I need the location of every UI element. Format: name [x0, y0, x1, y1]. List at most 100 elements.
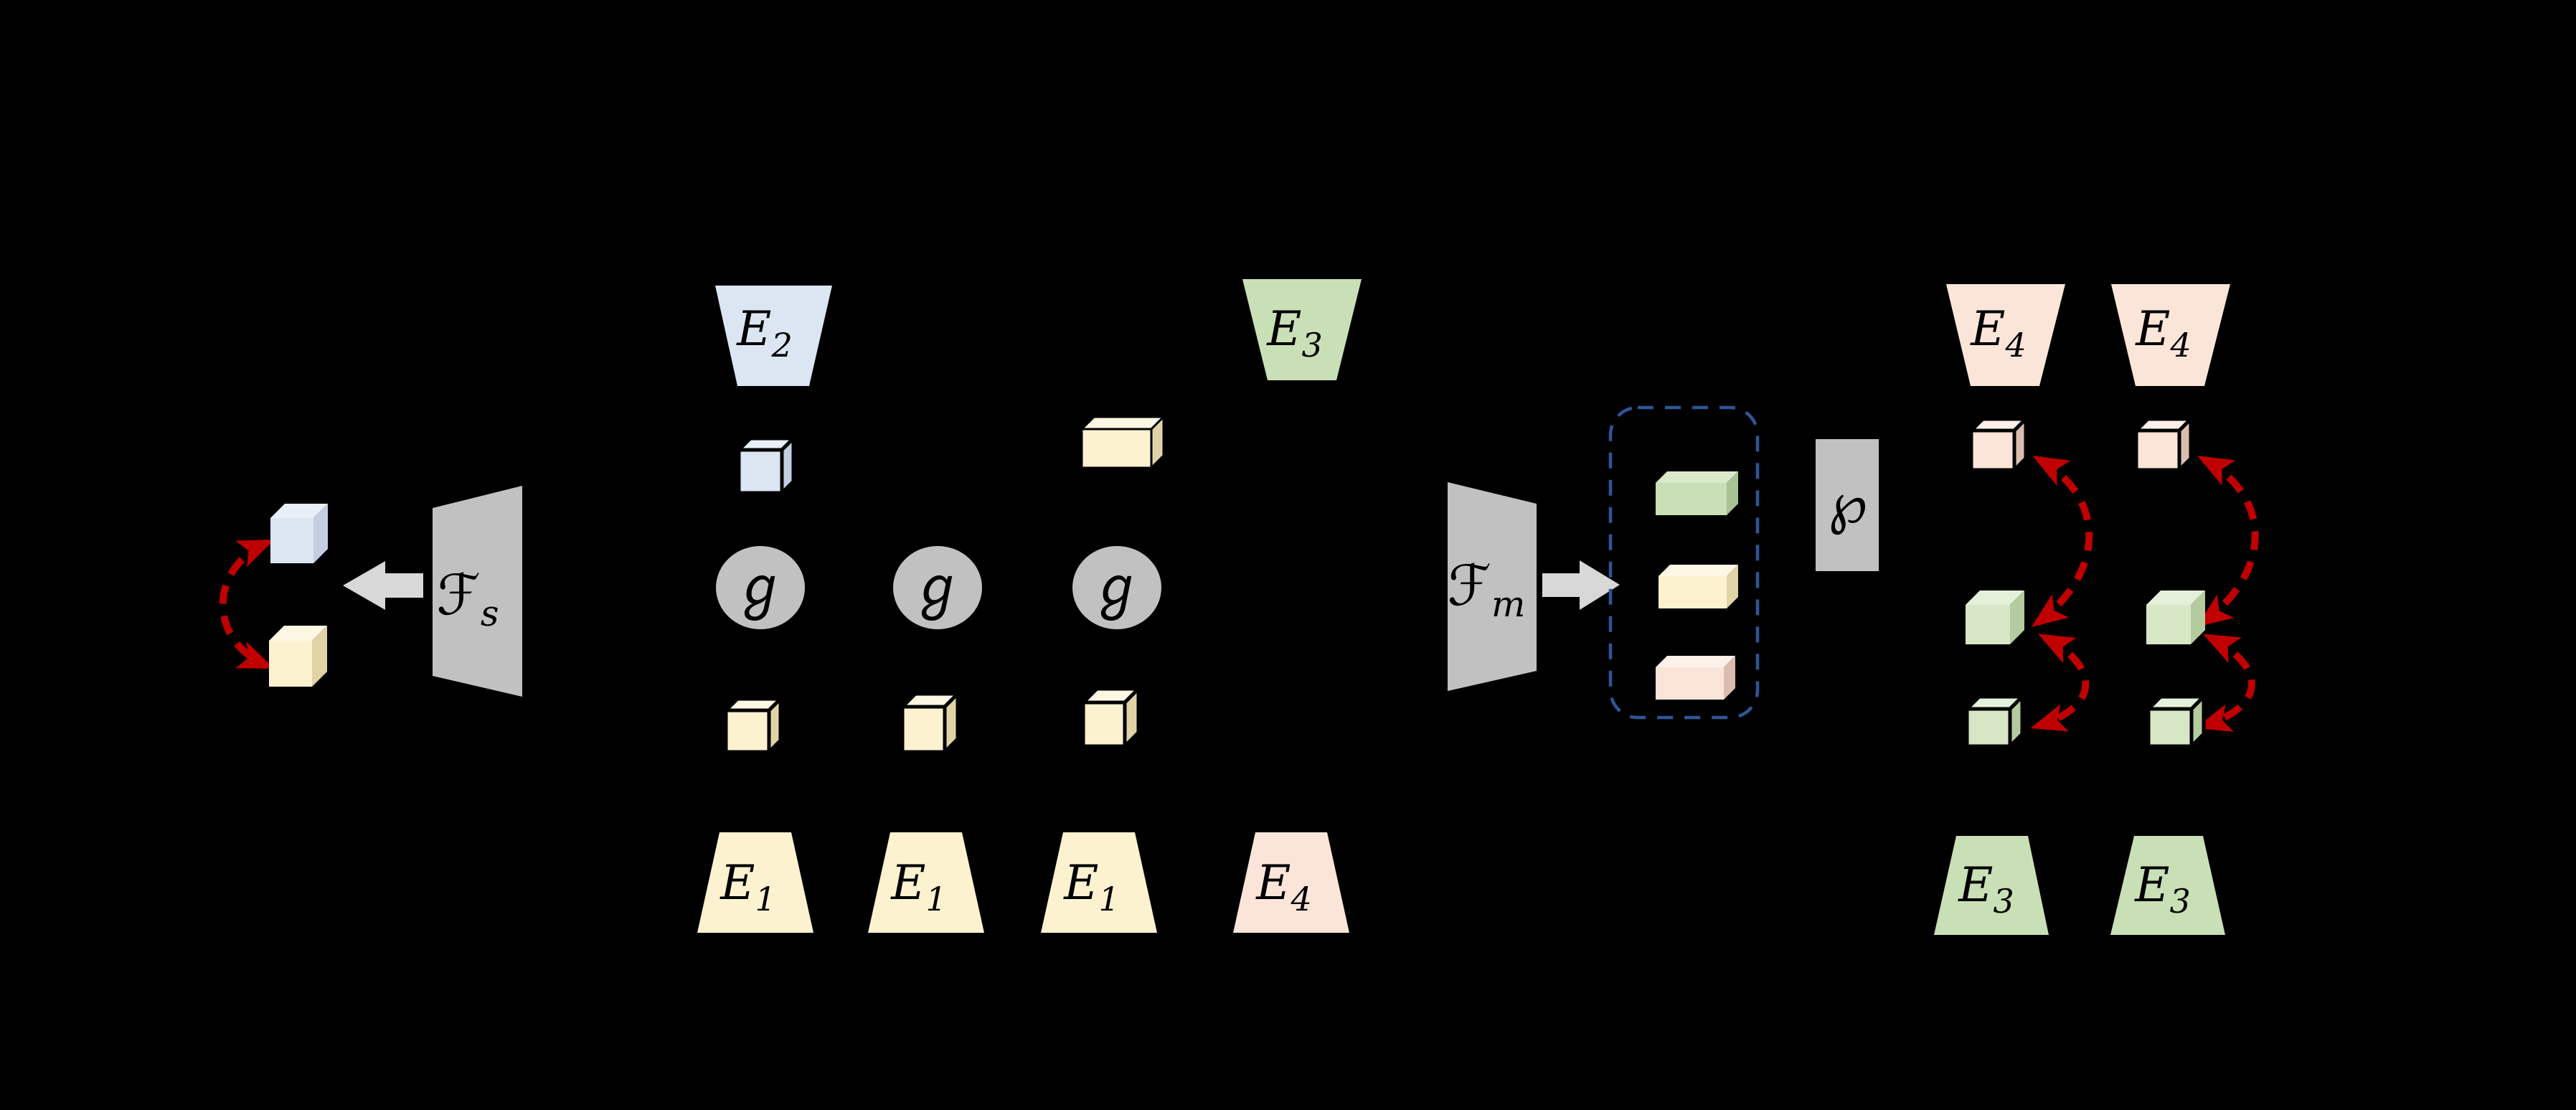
slab-top-face: [1080, 415, 1165, 431]
alignment-column-1: E4 E3: [1934, 284, 2093, 935]
cube-front-face: [1966, 605, 2010, 644]
slab-top-face: [1656, 471, 1738, 483]
yellow-feature-slab-small: [1659, 565, 1738, 608]
generator-circle-1: [716, 546, 805, 629]
alignment-column-2: E4 E3: [2110, 284, 2259, 935]
cube-side-face: [312, 626, 327, 687]
encoder-e1-label: E1: [890, 855, 946, 918]
cube-front-face: [724, 708, 771, 754]
dashed-feature-container: [1608, 405, 1760, 720]
encoder-e3-trapezoid: [1934, 836, 2049, 935]
spatial-mapper-block: ℱs: [433, 486, 522, 697]
cube-side-face: [313, 504, 328, 563]
yellow-latent-cube-3: [1081, 687, 1141, 748]
encoder-e4-block-right-1: E4: [1946, 284, 2065, 386]
cube-front-face: [2134, 428, 2181, 472]
generator-circle-2: [893, 546, 982, 629]
generator-group: E2 ℊ ℊ ℊ E1: [697, 279, 1362, 933]
pink-feature-cube-2: [2134, 417, 2193, 472]
encoder-e4-label: E4: [2135, 301, 2191, 364]
cube-front-face: [2146, 707, 2194, 748]
yellow-feature-cube: [269, 626, 327, 687]
blue-latent-cube: [737, 436, 796, 495]
encoder-e4-trapezoid: [1946, 284, 2065, 386]
encoder-e1-label: E1: [1063, 855, 1119, 918]
encoder-e1-trapezoid: [1041, 832, 1157, 933]
encoder-e3-trapezoid: [2110, 836, 2225, 935]
encoder-e4-label: E4: [1970, 301, 2026, 364]
encoder-e3-label: E3: [1958, 857, 2014, 921]
encoder-e1-block-1: E1: [697, 832, 813, 933]
cube-front-face: [269, 641, 312, 687]
modality-mapper-trapezoid: [1448, 482, 1537, 691]
slab-top-face: [1656, 656, 1735, 667]
gray-block-arrow-left-icon: [343, 561, 423, 610]
slab-front-face: [1659, 576, 1727, 608]
cube-front-face: [2146, 605, 2191, 644]
encoder-e1-trapezoid: [697, 832, 813, 933]
encoder-e2-block: E2: [715, 286, 832, 386]
cube-top-face: [269, 626, 327, 641]
generator-circle-3: [1072, 546, 1161, 629]
generator-label-3: ℊ: [1089, 555, 1145, 621]
encoder-e3-block-bottom-2: E3: [2110, 836, 2225, 935]
encoder-e1-trapezoid: [868, 832, 984, 933]
encoder-e4-label: E4: [1255, 855, 1311, 918]
cube-front-face: [737, 448, 784, 495]
slab-front-face: [1656, 667, 1724, 700]
encoder-e3-block-top: E3: [1242, 279, 1362, 380]
generator-label-1: ℊ: [732, 555, 788, 621]
modality-mapper-label: ℱm: [1448, 554, 1526, 625]
projector-block: ℘: [1816, 439, 1879, 571]
encoder-e4-trapezoid: [1233, 832, 1349, 933]
cube-side-face: [2191, 591, 2205, 644]
encoder-e4-trapezoid: [2111, 284, 2230, 386]
slab-front-face: [1656, 483, 1727, 515]
green-feature-cube-mid-1: [1966, 591, 2024, 644]
encoder-e4-block-right-2: E4: [2111, 284, 2230, 386]
encoder-e4-block-middle: E4: [1233, 832, 1349, 933]
cube-top-face: [270, 504, 328, 518]
encoder-e3-block-bottom-1: E3: [1934, 836, 2049, 935]
red-dashed-alignment-arc-lower: [2030, 634, 2090, 732]
red-dashed-alignment-arc-upper: [2031, 456, 2093, 627]
slab-side-face: [1727, 565, 1738, 608]
cube-top-face: [2146, 591, 2205, 605]
blue-feature-cube: [270, 504, 328, 563]
encoder-e3-label: E3: [2134, 857, 2190, 921]
cube-front-face: [900, 705, 947, 754]
projector-label: ℘: [1829, 471, 1867, 536]
cube-front-face: [1965, 707, 2012, 748]
red-dashed-alignment-arc-lower: [2195, 634, 2255, 732]
encoder-e3-label: E3: [1266, 301, 1322, 364]
pink-feature-slab: [1656, 656, 1735, 700]
green-feature-cube-mid-2: [2146, 591, 2205, 644]
encoder-e2-label: E2: [736, 301, 792, 364]
yellow-feature-slab: [1080, 415, 1165, 469]
encoder-e1-block-2: E1: [868, 832, 984, 933]
red-dashed-alignment-arc: [219, 539, 275, 669]
modality-mapper-block: ℱm: [1448, 482, 1537, 691]
encoder-e2-trapezoid: [715, 286, 832, 386]
cube-side-face: [943, 692, 960, 754]
pink-feature-cube-1: [1969, 417, 2028, 472]
encoder-e1-label: E1: [720, 855, 775, 918]
encoder-e1-block-3: E1: [1041, 832, 1157, 933]
cross-alignment-group: E4 E3: [1934, 284, 2259, 935]
spatial-mapper-label: ℱs: [437, 563, 499, 634]
projector-rect: [1816, 439, 1879, 571]
slab-front-face: [1080, 428, 1153, 469]
yellow-latent-cube-1: [724, 697, 783, 754]
generator-label-2: ℊ: [910, 555, 966, 621]
green-feature-cube-bottom-2: [2146, 695, 2206, 748]
slab-side-face: [1727, 471, 1738, 515]
slab-top-face: [1659, 565, 1738, 576]
green-feature-cube-bottom-1: [1965, 695, 2024, 748]
red-dashed-alignment-arc-upper: [2196, 456, 2259, 627]
spatial-alignment-group: ℱs: [219, 486, 522, 697]
gray-block-arrow-right-icon: [1542, 560, 1620, 610]
cube-front-face: [1081, 700, 1127, 748]
